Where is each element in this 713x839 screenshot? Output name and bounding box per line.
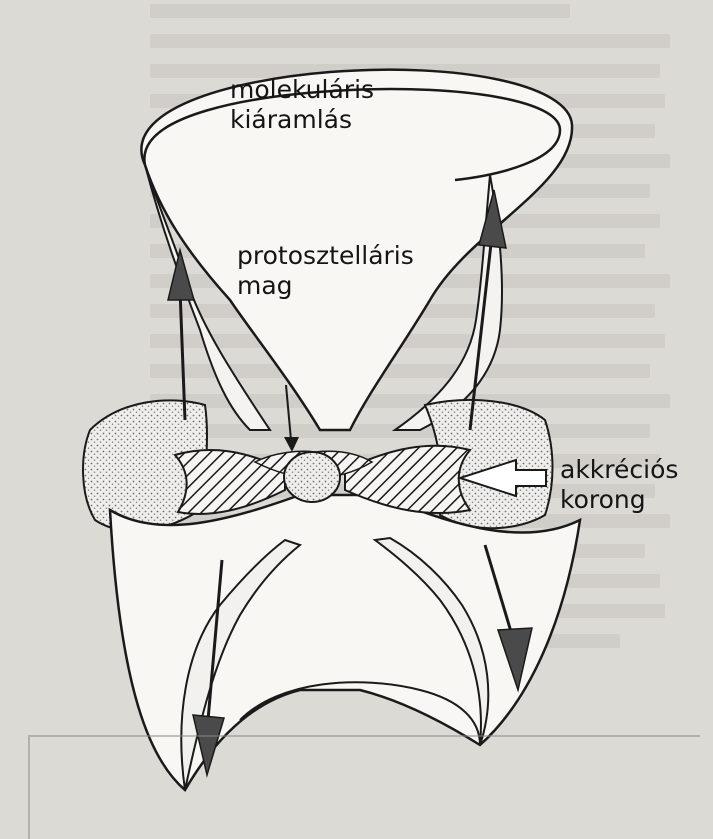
- core-pointer-arrow: [284, 437, 299, 452]
- bottom-figure-frame: [28, 735, 700, 839]
- outflow-arrow-up-left: [168, 250, 194, 300]
- label-accretion-disk: akkréciós korong: [560, 455, 678, 515]
- label-molecular-outflow: molekuláris kiáramlás: [230, 75, 374, 135]
- protostellar-core: [284, 452, 340, 502]
- label-protostellar-core: protosztelláris mag: [237, 241, 414, 301]
